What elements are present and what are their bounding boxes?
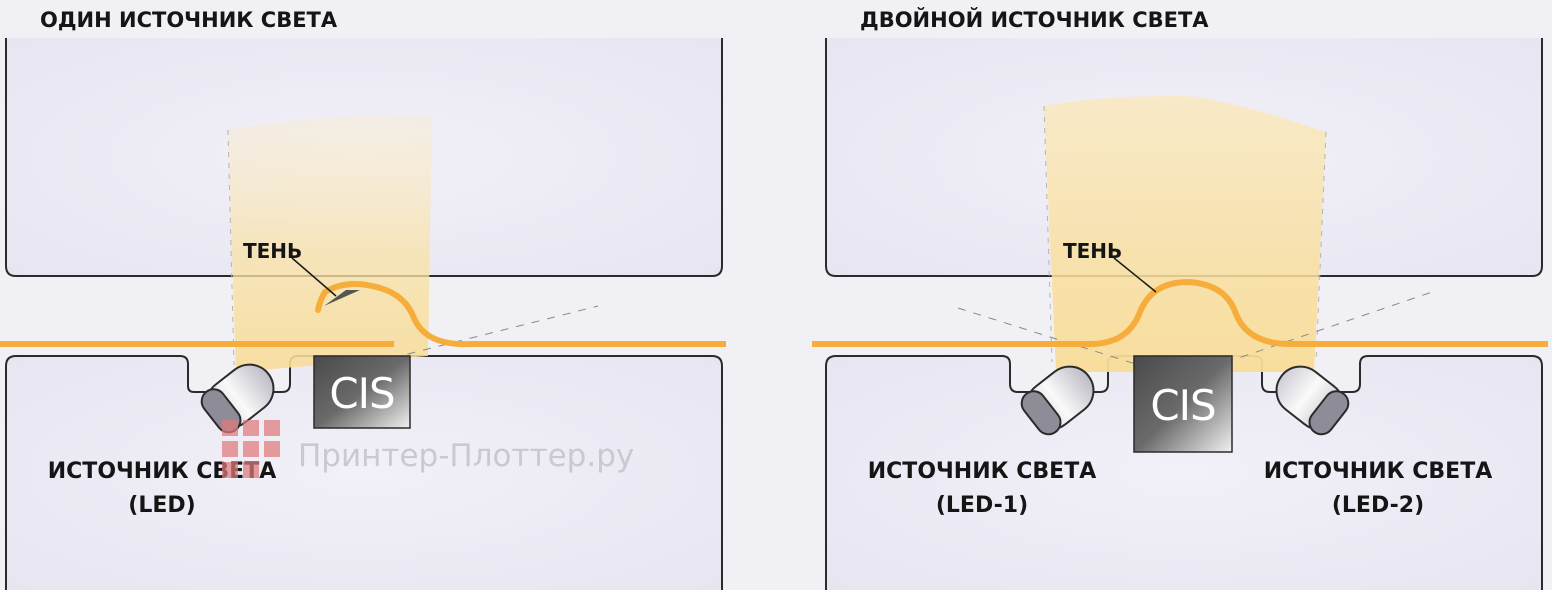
- right-beam-edge-left: [1043, 105, 1053, 363]
- right-panel-title: ДВОЙНОЙ ИСТОЧНИК СВЕТА: [860, 7, 1209, 32]
- left-shadow-pointer: [291, 257, 337, 297]
- watermark: Принтер-Плоттер.ру: [222, 420, 634, 478]
- watermark-logo-icon: [222, 420, 280, 478]
- left-beam-ray: [391, 305, 599, 359]
- right-light-beam: [1044, 96, 1326, 372]
- right-shadow-label: ТЕНЬ: [1063, 239, 1122, 263]
- right-led2-label-line1: ИСТОЧНИК СВЕТА: [1264, 459, 1493, 484]
- right-led1-label-line2: (LED-1): [936, 493, 1028, 518]
- right-led1-label-line1: ИСТОЧНИК СВЕТА: [868, 459, 1097, 484]
- right-beam-ray-right: [1179, 291, 1433, 379]
- left-light-beam: [228, 115, 432, 372]
- right-cis-sensor: [1133, 355, 1233, 453]
- left-panel: ОДИН ИСТОЧНИК СВЕТА ТЕНЬ CIS ИСТОЧНИК СВ…: [0, 8, 726, 590]
- left-cis-label: CIS: [329, 369, 394, 418]
- left-document-bump: [322, 281, 473, 348]
- left-document-bump-left: [315, 289, 328, 313]
- left-cis-sensor: [313, 355, 411, 429]
- left-panel-title: ОДИН ИСТОЧНИК СВЕТА: [40, 8, 338, 32]
- right-document-bump: [1087, 278, 1293, 347]
- right-panel: ДВОЙНОЙ ИСТОЧНИК СВЕТА ТЕНЬ CIS: [812, 7, 1548, 590]
- right-cis-label: CIS: [1150, 381, 1215, 430]
- right-beam-edge-right: [1315, 131, 1327, 363]
- right-shadow-pointer: [1113, 257, 1157, 293]
- left-shadow: [324, 290, 360, 306]
- right-led2-lamp: [1275, 365, 1350, 436]
- watermark-text: Принтер-Плоттер.ру: [298, 438, 634, 474]
- left-led-label-line2: (LED): [128, 493, 195, 518]
- right-led2-label-line2: (LED-2): [1332, 493, 1424, 518]
- right-led1-lamp: [1020, 365, 1095, 436]
- left-led-label-line1: ИСТОЧНИК СВЕТА: [48, 459, 277, 484]
